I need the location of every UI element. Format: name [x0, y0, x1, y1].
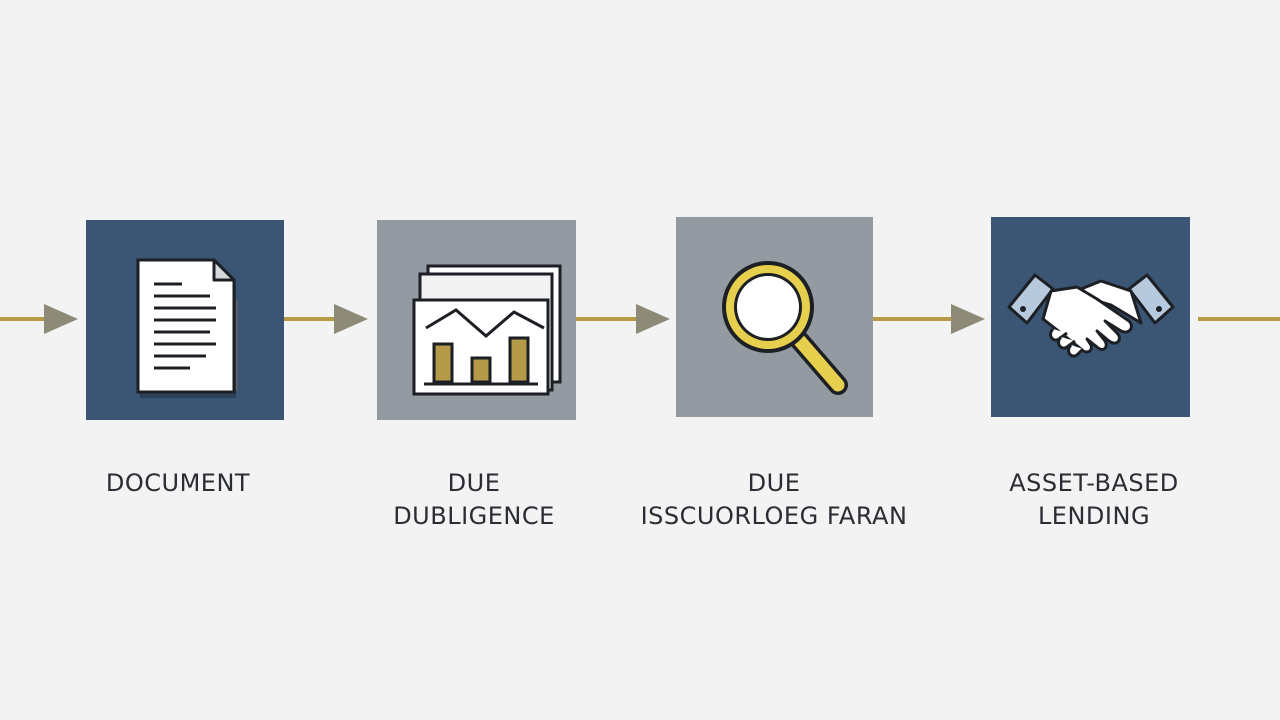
step-label-3-line-1: DUE: [747, 469, 801, 497]
step-label-4-line-2: LENDING: [1037, 502, 1151, 530]
step-label-3-line-2: ISSCUORLOEG FARAN: [640, 502, 908, 530]
step-tile-document: [86, 220, 284, 420]
step-tile-asset-based-lending: [991, 217, 1190, 417]
flow-arrow-5: [1198, 317, 1280, 321]
flow-arrow-2: [284, 304, 368, 334]
step-label-1: DOCUMENT: [18, 467, 338, 500]
step-label-4-line-1: ASSET-BASED: [1009, 469, 1179, 497]
step-label-2-line-1: DUE: [447, 469, 501, 497]
step-tile-review: [676, 217, 873, 417]
step-label-1-line-1: DOCUMENT: [105, 469, 251, 497]
bar-chart-icon: [412, 264, 561, 396]
step-label-4: ASSET-BASED LENDING: [934, 467, 1254, 533]
flow-arrow-3: [576, 304, 670, 334]
flow-arrow-1: [0, 304, 78, 334]
magnifying-glass-icon: [721, 261, 848, 395]
document-icon: [136, 258, 238, 398]
flow-arrow-4: [873, 304, 985, 334]
handshake-icon: [1007, 273, 1174, 358]
step-label-2-line-2: DUBLIGENCE: [393, 502, 555, 530]
step-label-3: DUE ISSCUORLOEG FARAN: [614, 467, 934, 533]
step-label-2: DUE DUBLIGENCE: [314, 467, 634, 533]
step-tile-due-diligence: [377, 220, 576, 420]
